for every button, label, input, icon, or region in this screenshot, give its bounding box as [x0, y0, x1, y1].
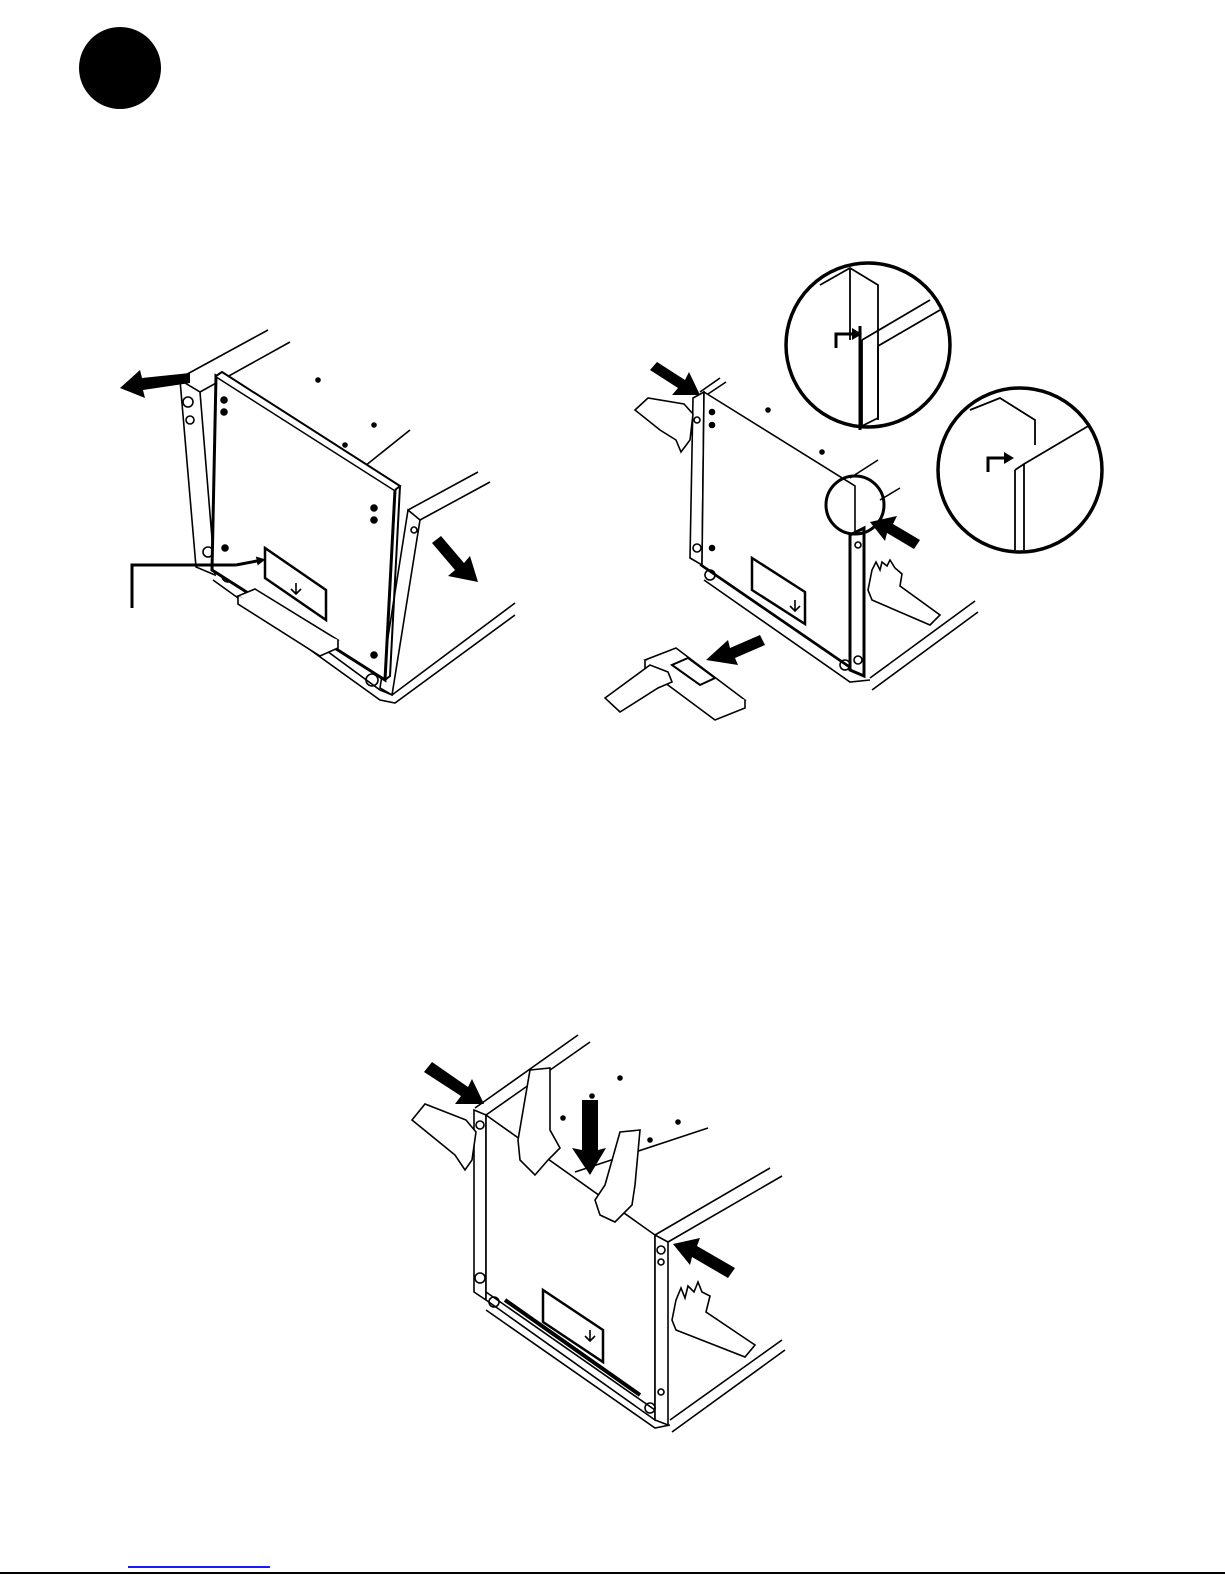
- detail-callout-1: [786, 263, 950, 430]
- arrow-left-icon: [673, 1238, 735, 1278]
- panel-a-illustration: [132, 330, 515, 703]
- arrow-down-left-icon: [706, 635, 765, 665]
- footer-link-underline[interactable]: [128, 1566, 270, 1568]
- footer-rule: [0, 1572, 1225, 1574]
- arrow-down-right-icon: [650, 362, 700, 395]
- arrow-down-right-icon: [432, 536, 478, 582]
- arrow-left-icon: [120, 370, 190, 398]
- arrow-down-right-icon: [424, 1062, 484, 1104]
- arrow-left-icon: [870, 516, 920, 549]
- detail-callout-2: [938, 388, 1102, 552]
- panel-b-illustration: [605, 378, 978, 720]
